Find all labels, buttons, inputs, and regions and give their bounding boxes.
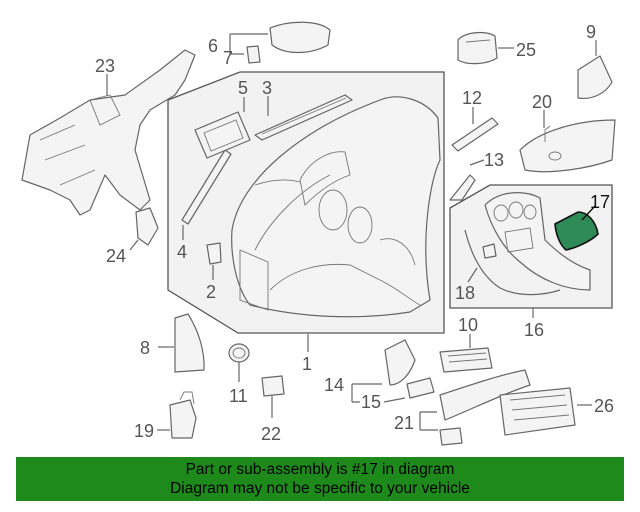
label-part-11: 11 [229, 386, 248, 406]
part-3-defroster-strip [254, 94, 353, 141]
part-14-vent-housing [384, 339, 416, 386]
part-4-windshield-trim [181, 149, 232, 225]
label-part-6: 6 [208, 36, 218, 56]
label-part-5: 5 [238, 78, 248, 98]
part-15-vent [406, 377, 435, 399]
label-part-12: 12 [462, 88, 482, 108]
part-10-air-vent [439, 347, 493, 373]
label-part-21: 21 [394, 413, 414, 433]
parts-diagram: 1 2 3 4 5 6 7 8 9 [21, 21, 616, 446]
part-13-bracket [449, 174, 476, 201]
info-banner: Part or sub-assembly is #17 in diagram D… [16, 457, 624, 501]
part-7-clip [246, 45, 261, 64]
label-part-10: 10 [458, 315, 478, 335]
label-part-7: 7 [223, 48, 233, 68]
part-22-switch [261, 375, 285, 397]
banner-line-1: Part or sub-assembly is #17 in diagram [185, 461, 455, 478]
part-26-control-unit [499, 387, 576, 436]
label-part-23: 23 [95, 56, 115, 76]
part-18-trim-wire [464, 229, 561, 296]
label-part-8: 8 [140, 338, 150, 358]
label-part-16: 16 [524, 320, 544, 340]
part-24-bracket [135, 207, 159, 246]
label-part-25: 25 [516, 40, 536, 60]
label-part-19: 19 [134, 421, 154, 441]
label-part-26: 26 [594, 396, 614, 416]
label-part-4: 4 [177, 242, 187, 262]
label-part-24: 24 [106, 246, 126, 266]
label-part-13: 13 [484, 150, 504, 170]
banner-line-2: Diagram may not be specific to your vehi… [170, 480, 470, 497]
label-part-1: 1 [302, 354, 312, 374]
part-16-center-console [484, 192, 591, 291]
label-part-22: 22 [261, 424, 281, 444]
part-25-switch-module [457, 31, 498, 65]
label-part-15: 15 [361, 392, 381, 412]
label-part-17: 17 [590, 192, 610, 212]
part-21-air-duct [439, 369, 531, 446]
label-part-14: 14 [324, 375, 344, 395]
label-part-9: 9 [586, 22, 596, 42]
part-6-cover [269, 21, 331, 54]
part-2-bracket [206, 242, 222, 265]
part-1-instrument-panel [231, 96, 441, 318]
part-5-speaker-grille [194, 111, 251, 159]
label-part-20: 20 [532, 92, 552, 112]
label-part-3: 3 [262, 78, 272, 98]
part-23-cross-car-beam [21, 49, 196, 216]
label-part-18: 18 [455, 283, 475, 303]
part-8-side-cover [174, 313, 205, 373]
part-12-trim-strip [451, 117, 499, 152]
part-17-highlighted [554, 211, 599, 251]
part-9-side-trim [577, 55, 613, 100]
part-20-cover-panel [519, 119, 616, 173]
part-11-ring [228, 343, 250, 363]
part-19-bracket [169, 391, 197, 439]
label-part-2: 2 [206, 282, 216, 302]
